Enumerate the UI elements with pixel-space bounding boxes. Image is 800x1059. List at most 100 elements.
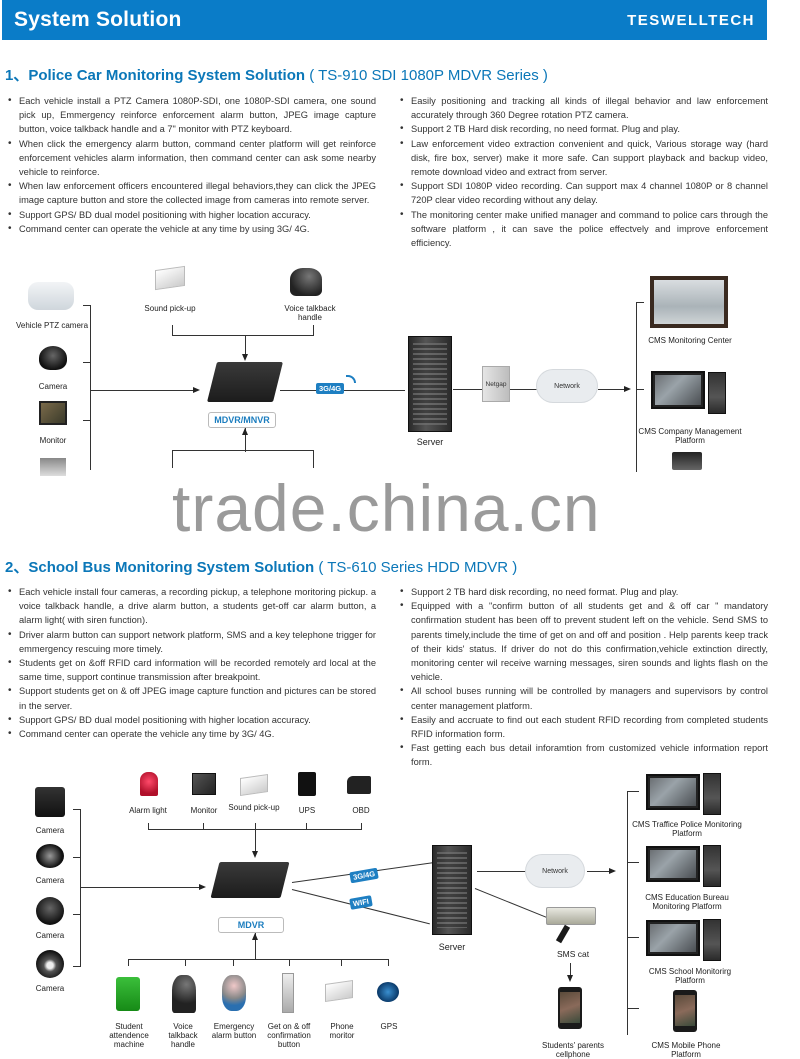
watermark-text: trade.china.cn xyxy=(172,471,601,545)
antenna-icon xyxy=(555,924,571,944)
3g4g-badge: 3G/4G xyxy=(316,383,345,394)
connector xyxy=(453,389,488,390)
bullet: Driver alarm button can support network … xyxy=(6,628,376,656)
arrow-up-icon xyxy=(252,933,258,940)
mdvr-label: MDVR xyxy=(218,917,284,933)
label-sound-pickup: Sound pick-up xyxy=(144,304,196,313)
label-ptz-camera: Vehicle PTZ camera xyxy=(15,321,89,330)
section2-right-column: Support 2 TB hard disk recording, no nee… xyxy=(398,585,768,770)
label-ups: UPS xyxy=(298,806,316,815)
dome-camera-icon xyxy=(36,844,64,868)
arrow-down-icon xyxy=(252,851,258,858)
parents-cellphone-icon xyxy=(558,987,582,1029)
server-icon xyxy=(408,336,452,432)
device-icon xyxy=(672,452,702,470)
label-camera: Camera xyxy=(35,931,65,940)
section2-title: 2、School Bus Monitoring System Solution … xyxy=(5,556,517,577)
brand-logo: TESWELLTECH xyxy=(627,11,755,29)
dome-camera-icon xyxy=(39,346,67,370)
education-bureau-monitor-icon xyxy=(646,846,700,882)
label-phone-monitor: Phone moritor xyxy=(329,1022,355,1040)
connector xyxy=(477,871,527,872)
3g4g-badge: 3G/4G xyxy=(349,867,379,884)
bullet: Easily and accruate to find out each stu… xyxy=(398,713,768,741)
device-icon xyxy=(40,458,66,476)
monitor-icon xyxy=(192,773,216,795)
mdvr-device-icon xyxy=(210,862,290,898)
arrow-down-icon xyxy=(242,354,248,361)
connector xyxy=(570,963,571,977)
connector xyxy=(627,791,628,1035)
bullet: Easily positioning and tracking all kind… xyxy=(398,94,768,122)
traffic-police-monitor-icon xyxy=(646,774,700,810)
label-talkback-handle: Voice talkback handle xyxy=(168,1022,198,1049)
sms-cat-modem-icon xyxy=(546,907,596,925)
cms-monitor-icon xyxy=(651,371,705,409)
section1-subtitle: ( TS-910 SDI 1080P MDVR Series ) xyxy=(309,67,548,84)
ups-icon xyxy=(298,772,316,796)
bullet: Fast getting each bus detail inforamtion… xyxy=(398,741,768,769)
mdvr-device-icon xyxy=(207,362,283,402)
bullet: Each vehicle install a PTZ Camera 1080P-… xyxy=(6,94,376,137)
connector xyxy=(636,302,644,303)
connector xyxy=(128,959,389,960)
label-parents-cellphone: Students' parents cellphone xyxy=(541,1041,604,1059)
connector xyxy=(172,325,173,335)
label-cms-monitoring-center: CMS Monitoring Center xyxy=(648,336,732,345)
connector xyxy=(474,888,550,919)
label-server: Server xyxy=(416,437,444,447)
label-alarm-light: Alarm light xyxy=(129,806,167,815)
page-title: System Solution xyxy=(14,8,182,31)
connector xyxy=(627,791,639,792)
bullet: Support GPS/ BD dual model positioning w… xyxy=(6,713,376,727)
camera-icon xyxy=(35,787,65,817)
connector xyxy=(83,362,91,363)
connector xyxy=(245,428,246,452)
mdvr-mnvr-label: MDVR/MNVR xyxy=(208,412,276,428)
label-confirmation-button: Get on & off confirmation button xyxy=(267,1022,311,1049)
connector xyxy=(80,809,81,966)
section2-heading: 2、School Bus Monitoring System Solution xyxy=(5,559,315,576)
dome-camera-icon xyxy=(36,897,64,925)
arrow-down-icon xyxy=(567,975,573,982)
connector xyxy=(172,335,314,336)
server-icon xyxy=(432,845,472,935)
connector xyxy=(90,305,91,470)
bullet: Law enforcement video extraction conveni… xyxy=(398,137,768,180)
connector xyxy=(255,933,256,959)
connector xyxy=(73,857,81,858)
connector xyxy=(306,823,307,830)
monitor-icon xyxy=(39,401,67,425)
section2-subtitle: ( TS-610 Series HDD MDVR ) xyxy=(318,559,518,576)
phone-monitor-icon xyxy=(325,980,353,1002)
label-obd: OBD xyxy=(352,806,370,815)
arrow-up-icon xyxy=(242,428,248,435)
connector xyxy=(128,959,129,966)
connector xyxy=(627,862,639,863)
bullet: Support 2 TB Hard disk recording, no nee… xyxy=(398,122,768,136)
pc-tower-icon xyxy=(703,845,721,887)
section1-heading: 1、Police Car Monitoring System Solution xyxy=(5,67,306,84)
label-server: Server xyxy=(438,942,466,952)
bullet: Support students get on & off JPEG image… xyxy=(6,684,376,712)
bullet: The monitoring center make unified manag… xyxy=(398,208,768,251)
connector xyxy=(313,325,314,335)
connector xyxy=(148,823,149,830)
connector xyxy=(83,305,91,306)
header-banner: System Solution TESWELLTECH xyxy=(2,0,767,40)
connector xyxy=(627,1008,639,1009)
emergency-button-icon xyxy=(222,975,246,1011)
connector xyxy=(203,823,204,830)
connector xyxy=(245,335,246,357)
arrow-right-icon xyxy=(193,387,200,393)
section1-right-column: Easily positioning and tracking all kind… xyxy=(398,94,768,250)
bullet: All school buses running will be control… xyxy=(398,684,768,712)
talkback-handle-icon xyxy=(290,268,322,296)
mobile-phone-icon xyxy=(673,990,697,1032)
network-cloud-icon: Network xyxy=(537,370,597,402)
label-cms-mobile: CMS Mobile Phone Platform xyxy=(651,1041,721,1059)
bullet: When click the emergency alarm button, c… xyxy=(6,137,376,180)
obd-icon xyxy=(347,776,371,794)
confirmation-button-icon xyxy=(282,973,294,1013)
netgap-icon: Netgap xyxy=(482,366,510,402)
